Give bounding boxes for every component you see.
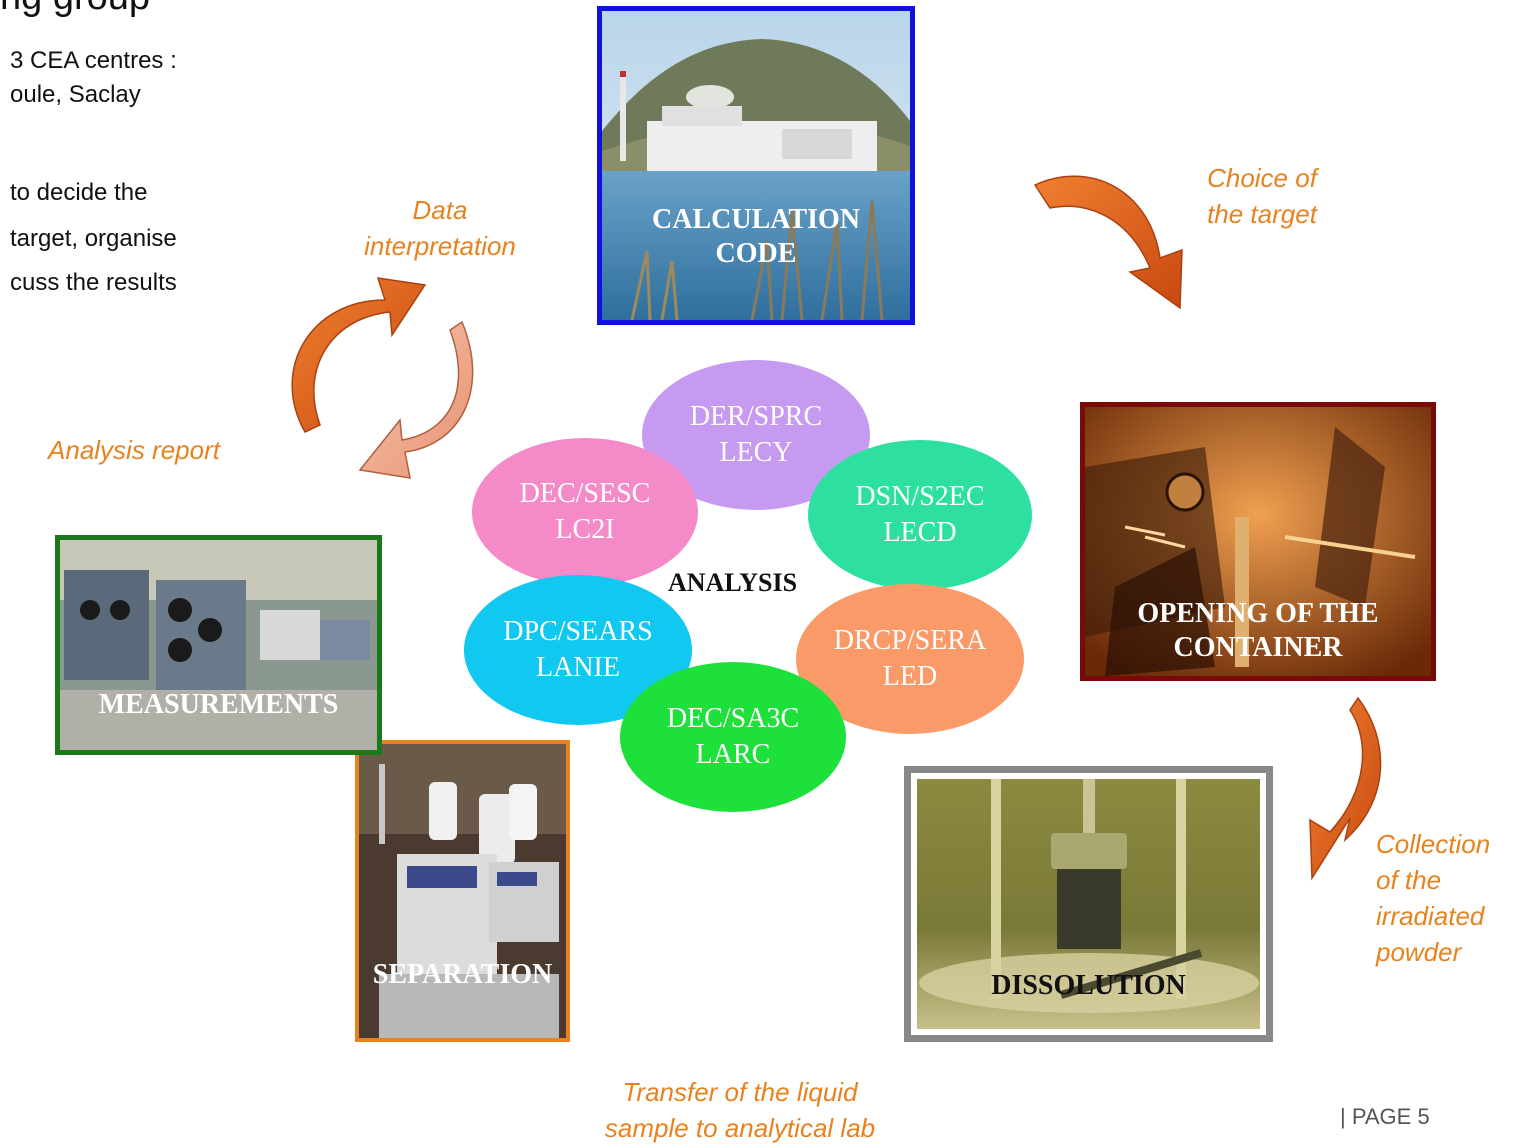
step-analysis-report: Analysis report bbox=[48, 435, 220, 465]
step-collection-line-4: powder bbox=[1376, 937, 1462, 967]
calculation-label-line-1: CALCULATION bbox=[652, 204, 860, 235]
slide-heading: ng group bbox=[0, 0, 150, 19]
analysis-center-label: ANALYSIS bbox=[668, 568, 798, 597]
lab-drcp-sera-line-1: DRCP/SERA bbox=[833, 625, 987, 656]
step-choice-of-target-line-1: Choice of bbox=[1207, 163, 1317, 193]
lab-dec-sa3c-line-1: DEC/SA3C bbox=[666, 703, 800, 734]
photo-separation: SEPARATION bbox=[355, 740, 570, 1042]
arrow-data-interpretation bbox=[291, 277, 427, 433]
photo-measurements: MEASUREMENTS bbox=[55, 535, 382, 755]
arrow-choice-target bbox=[1033, 175, 1183, 310]
step-choice-of-target-line-2: the target bbox=[1207, 199, 1317, 229]
step-data-interpretation: Data interpretation bbox=[340, 192, 540, 264]
step-collection: Collection of the irradiated powder bbox=[1376, 826, 1526, 970]
photo-measurements-label: MEASUREMENTS bbox=[98, 689, 339, 720]
lab-dec-sesc: DEC/SESC LC2I bbox=[472, 438, 698, 586]
arrow-collection bbox=[1309, 696, 1382, 881]
hot-cell-image bbox=[1085, 407, 1431, 676]
step-transfer: Transfer of the liquid sample to analyti… bbox=[560, 1074, 920, 1146]
photo-dissolution: DISSOLUTION bbox=[904, 766, 1273, 1042]
lab-dpc-sears-line-1: DPC/SEARS bbox=[503, 616, 653, 647]
photo-opening-container: OPENING OF THE CONTAINER bbox=[1080, 402, 1436, 681]
step-transfer-line-2: sample to analytical lab bbox=[604, 1113, 876, 1143]
photo-opening-container-label: OPENING OF THE CONTAINER bbox=[1085, 597, 1431, 665]
step-collection-line-1: Collection bbox=[1376, 829, 1491, 859]
page-number: | PAGE 5 bbox=[1340, 1104, 1430, 1129]
intro-line-3: to decide the bbox=[10, 179, 148, 206]
lab-dec-sa3c: DEC/SA3C LARC bbox=[620, 662, 846, 812]
lab-dec-sesc-line-1: DEC/SESC bbox=[519, 478, 651, 509]
calculation-label-line-2: CODE bbox=[715, 238, 797, 269]
lab-dec-sa3c-line-2: LARC bbox=[695, 739, 771, 770]
lab-dec-sesc-line-2: LC2I bbox=[555, 514, 615, 545]
lab-dsn-s2ec-line-1: DSN/S2EC bbox=[855, 481, 985, 512]
lab-der-sprc-line-1: DER/SPRC bbox=[689, 401, 823, 432]
step-collection-line-2: of the bbox=[1376, 865, 1442, 895]
intro-line-1: 3 CEA centres : bbox=[10, 47, 177, 74]
lab-dpc-sears-line-2: LANIE bbox=[536, 652, 620, 683]
photo-calculation-code: CALCULATION CODE bbox=[597, 6, 915, 325]
step-data-interpretation-line-2: interpretation bbox=[364, 231, 516, 261]
chromatography-image bbox=[359, 744, 566, 1038]
intro-line-5: cuss the results bbox=[10, 269, 177, 296]
opening-label-line-2: CONTAINER bbox=[1173, 632, 1343, 663]
intro-line-2: oule, Saclay bbox=[10, 81, 141, 108]
lab-der-sprc-line-2: LECY bbox=[719, 437, 793, 468]
dissolution-image bbox=[917, 779, 1260, 1029]
photo-calculation-code-label: CALCULATION CODE bbox=[602, 203, 910, 271]
lab-drcp-sera-line-2: LED bbox=[882, 661, 938, 692]
step-choice-of-target: Choice of the target bbox=[1172, 160, 1352, 232]
photo-dissolution-label: DISSOLUTION bbox=[991, 970, 1186, 1001]
intro-line-4: target, organise bbox=[10, 225, 177, 252]
step-data-interpretation-line-1: Data bbox=[412, 195, 468, 225]
step-collection-line-3: irradiated bbox=[1376, 901, 1485, 931]
step-transfer-line-1: Transfer of the liquid bbox=[622, 1077, 858, 1107]
opening-label-line-1: OPENING OF THE bbox=[1137, 598, 1379, 629]
arrow-analysis-report bbox=[358, 320, 474, 479]
photo-separation-label: SEPARATION bbox=[372, 959, 553, 990]
lab-dsn-s2ec: DSN/S2EC LECD bbox=[808, 440, 1032, 590]
lab-dsn-s2ec-line-2: LECD bbox=[883, 517, 957, 548]
power-plant-image bbox=[602, 11, 910, 320]
glovebox-image bbox=[60, 540, 377, 750]
